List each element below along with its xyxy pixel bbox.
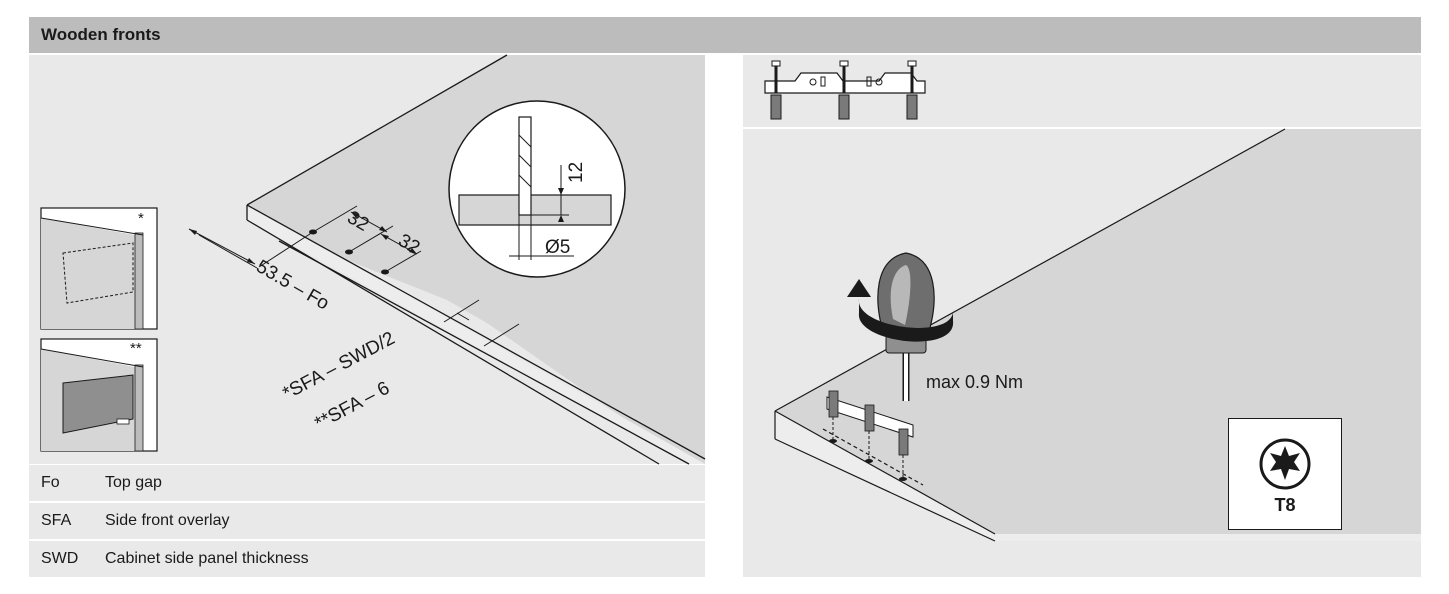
mounting-plate-panel bbox=[743, 55, 1421, 127]
legend-desc: Top gap bbox=[105, 474, 162, 491]
section-title: Wooden fronts bbox=[41, 25, 161, 44]
legend-desc: Side front overlay bbox=[105, 512, 230, 529]
mounting-plate-illustration bbox=[764, 60, 926, 120]
drilling-diagram-panel: 32 32 53.5 – Fo *SFA – SWD/2 **SFA – 6 1… bbox=[29, 54, 706, 465]
legend-desc: Cabinet side panel thickness bbox=[105, 550, 309, 567]
legend-row: SFA Side front overlay bbox=[29, 503, 705, 539]
dim-top-gap: 53.5 – Fo bbox=[253, 256, 333, 314]
torx-bit-box: T8 bbox=[1228, 418, 1342, 530]
screw-icon bbox=[838, 60, 850, 120]
section-header: Wooden fronts bbox=[29, 17, 1421, 53]
thumbnail-mark-double: ** bbox=[130, 340, 142, 357]
screw-icon bbox=[906, 60, 918, 120]
legend-abbr: SWD bbox=[41, 550, 79, 567]
screwdriver-icon bbox=[847, 252, 954, 401]
legend-abbr: Fo bbox=[41, 474, 60, 491]
rotation-arrow-icon bbox=[858, 299, 954, 342]
drill-depth-detail: 12 Ø5 bbox=[448, 100, 626, 278]
drill-bit bbox=[518, 116, 532, 216]
abbreviation-legend: Fo Top gap SFA Side front overlay SWD Ca… bbox=[29, 465, 705, 579]
board-front-edge bbox=[247, 205, 705, 464]
torx-bit-label: T8 bbox=[1274, 495, 1296, 515]
thumbnail-single-star: * bbox=[40, 207, 158, 330]
legend-row: SWD Cabinet side panel thickness bbox=[29, 541, 705, 577]
legend-row: Fo Top gap bbox=[29, 465, 705, 501]
thumbnail-double-star: ** bbox=[40, 338, 158, 452]
dim-side-overlay-minus-6: **SFA – 6 bbox=[311, 378, 393, 435]
thumbnail-mark-single: * bbox=[138, 210, 144, 227]
board-top-surface bbox=[247, 55, 705, 464]
torque-spec: max 0.9 Nm bbox=[926, 372, 1024, 392]
screw-icon bbox=[770, 60, 782, 120]
dim-drill-depth: 12 bbox=[566, 162, 587, 183]
legend-abbr: SFA bbox=[41, 512, 72, 529]
drilling-diagram: 32 32 53.5 – Fo *SFA – SWD/2 **SFA – 6 1… bbox=[40, 54, 706, 465]
dim-drill-diameter: Ø5 bbox=[545, 237, 570, 258]
screw-installation-panel bbox=[743, 128, 1421, 577]
torx-icon bbox=[1259, 438, 1311, 490]
